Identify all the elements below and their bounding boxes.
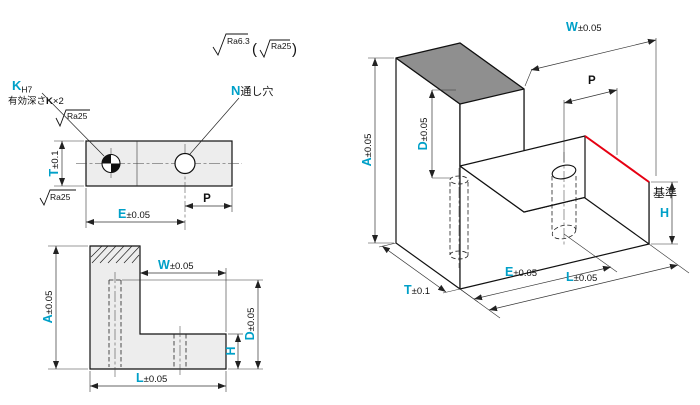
datum-edge — [584, 135, 650, 183]
ext-line — [459, 288, 501, 319]
dim-h-label: H — [660, 206, 669, 220]
dim-line-t — [381, 245, 447, 293]
k-hole-label: KH7 — [12, 78, 33, 95]
paren-open: ( — [252, 41, 257, 58]
k-hole-hidden — [108, 272, 122, 377]
ext-line — [378, 242, 397, 248]
dim-line-l — [488, 263, 679, 312]
roughness-lower-left: Ra25 — [39, 189, 76, 207]
k-hole-quadrant-fill — [111, 163, 120, 173]
dim-p-label: P — [588, 75, 596, 87]
n-hole-leader — [189, 97, 240, 155]
dim-e-label: E±0.05 — [505, 265, 537, 279]
roughness-symbol-icon — [55, 109, 90, 128]
ext-line — [648, 243, 690, 274]
ext-line — [524, 68, 533, 87]
side-view: W±0.05 A±0.05 H D±0.05 L±0.05 — [41, 245, 263, 392]
k-hole-leader — [41, 92, 105, 157]
front-view: Ra6.3 ( Ra25 ) KH7 有効深さK×2 N通し穴 — [8, 33, 297, 230]
surface-roughness-callout: Ra6.3 ( Ra25 ) — [212, 33, 297, 59]
n-hole — [174, 152, 196, 175]
n-hole-hidden — [173, 326, 187, 377]
dim-t-label: T±0.1 — [47, 150, 61, 176]
dim-d-label: D±0.05 — [243, 308, 257, 341]
k-hole-note: 有効深さK×2 — [8, 95, 64, 107]
tower-hole-hidden — [449, 168, 469, 268]
dim-w-label: W±0.05 — [566, 20, 602, 34]
dim-a-label: A±0.05 — [41, 291, 55, 324]
dim-d-label: D±0.05 — [416, 118, 430, 151]
roughness-symbol-secondary-icon — [259, 39, 290, 59]
ext-line — [442, 288, 461, 294]
dim-l-label: L±0.05 — [566, 270, 597, 284]
n-hole-label: N通し穴 — [231, 83, 273, 98]
roughness-upper-left: Ra25 — [55, 109, 90, 128]
datum-label: 基準 — [653, 185, 677, 200]
dim-w-label: W±0.05 — [158, 258, 194, 272]
roughness-upper-left-value: Ra25 — [67, 111, 88, 121]
n-hole-iso — [551, 152, 577, 246]
dim-e-label: E±0.05 — [118, 207, 150, 221]
k-hole-quadrant-fill — [102, 154, 111, 164]
roughness-primary-value: Ra6.3 — [227, 36, 250, 46]
dim-p-label: P — [203, 193, 211, 205]
dim-line-w — [530, 38, 657, 72]
dim-t-label: T±0.1 — [404, 283, 430, 297]
roughness-secondary-value: Ra25 — [271, 41, 292, 51]
l-profile-body — [89, 245, 227, 370]
roughness-lower-left-value: Ra25 — [50, 192, 71, 202]
section-hatching — [90, 245, 140, 264]
dim-h-label: H — [224, 346, 238, 355]
roughness-symbol-icon — [39, 189, 76, 207]
dim-a-label: A±0.05 — [360, 134, 374, 167]
tower-top-face — [395, 42, 525, 105]
k-hole — [101, 153, 121, 174]
dim-l-label: L±0.05 — [136, 371, 167, 385]
paren-close: ) — [292, 41, 297, 58]
roughness-symbol-primary-icon — [212, 33, 248, 57]
dim-line-p — [563, 88, 618, 105]
iso-view: 基準 W±0.05 P A±0.05 D±0.05 H E±0.05 — [360, 20, 690, 319]
